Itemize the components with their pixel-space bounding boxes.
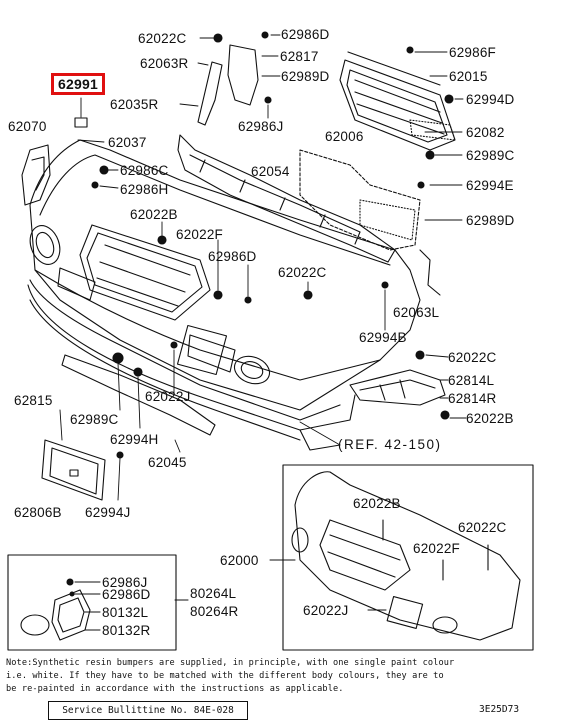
part-label-62022b-b: 62022B	[466, 411, 514, 426]
assembly-inset-drawing	[269, 471, 521, 641]
side-bracket-l-drawing	[419, 249, 441, 296]
part-label-62063l: 62063L	[393, 305, 440, 320]
reinforcement-bar-drawing	[177, 134, 396, 263]
part-label-62986j: 62986J	[238, 119, 284, 134]
upper-grille-drawing	[339, 51, 456, 151]
part-label-62814l: 62814L	[448, 373, 495, 388]
emblem-label-80132r: 80132R	[102, 623, 151, 638]
service-bulletin-box: Service Bullittine No. 84E-028	[48, 701, 248, 720]
reference-label: (REF. 42-150)	[338, 437, 442, 452]
highlighted-part-label-62991[interactable]: 62991	[51, 73, 105, 95]
inset-label-62022b: 62022B	[353, 496, 401, 511]
inset-label-62022f: 62022F	[413, 541, 460, 556]
part-label-62000: 62000	[220, 553, 259, 568]
upper-bracket-drawing	[197, 44, 259, 126]
part-label-62035r: 62035R	[110, 97, 159, 112]
part-label-62817: 62817	[280, 49, 319, 64]
part-label-62814r: 62814R	[448, 391, 497, 406]
air-duct-drawing	[349, 369, 446, 406]
plate-bracket-drawing	[41, 439, 106, 501]
emblem-label-62986j: 62986J	[102, 575, 148, 590]
inset-label-62022j: 62022J	[303, 603, 349, 618]
part-label-62989d-b: 62989D	[466, 213, 515, 228]
part-label-62022c-b: 62022C	[278, 265, 327, 280]
part-label-62986c: 62986C	[120, 163, 169, 178]
bumper-face-drawing	[29, 139, 421, 421]
assembly-inset-box	[282, 464, 534, 651]
part-label-62022b: 62022B	[130, 207, 178, 222]
part-label-62082: 62082	[466, 125, 505, 140]
part-label-62994d: 62994D	[466, 92, 515, 107]
part-label-62015: 62015	[449, 69, 488, 84]
part-label-62022j: 62022J	[145, 389, 191, 404]
part-label-62989c: 62989C	[466, 148, 515, 163]
part-label-62989c-b: 62989C	[70, 412, 119, 427]
side-bracket-drawing	[21, 144, 51, 206]
part-label-62006: 62006	[325, 129, 364, 144]
part-label-62070: 62070	[8, 119, 47, 134]
emblem-inset-drawing	[20, 578, 189, 641]
note-line-1: Note:Synthetic resin bumpers are supplie…	[6, 658, 455, 668]
emblem-label-62986d: 62986D	[102, 587, 151, 602]
emblem-inset-box	[7, 554, 177, 651]
part-label-62986f: 62986F	[449, 45, 496, 60]
part-label-62994j: 62994J	[85, 505, 131, 520]
part-label-62037: 62037	[108, 135, 147, 150]
clip-62991-drawing	[74, 117, 88, 128]
part-label-62054: 62054	[251, 164, 290, 179]
diagram-code: 3E25D73	[479, 704, 520, 715]
part-label-62994h: 62994H	[110, 432, 159, 447]
lower-strip-drawing	[61, 354, 216, 436]
part-label-62994e: 62994E	[466, 178, 514, 193]
part-label-62815: 62815	[14, 393, 53, 408]
part-label-80264l: 80264L	[190, 586, 237, 601]
part-label-62022c: 62022C	[138, 31, 187, 46]
leader-lines	[59, 34, 467, 501]
mesh-grille-drawing	[299, 119, 456, 251]
part-label-62989d: 62989D	[281, 69, 330, 84]
part-label-62986h: 62986H	[120, 182, 169, 197]
part-label-62045: 62045	[148, 455, 187, 470]
part-label-62986d: 62986D	[281, 27, 330, 42]
inset-label-62022c: 62022C	[458, 520, 507, 535]
part-label-62806b: 62806B	[14, 505, 62, 520]
part-label-62986d-b: 62986D	[208, 249, 257, 264]
part-label-62063r: 62063R	[140, 56, 189, 71]
part-label-62022f: 62022F	[176, 227, 223, 242]
note-line-3: be re-painted in accordance with the ins…	[6, 684, 344, 694]
part-label-62022c-c: 62022C	[448, 350, 497, 365]
lower-lip-drawing	[27, 284, 356, 451]
part-label-80264r: 80264R	[190, 604, 239, 619]
note-line-2: i.e. white. If they have to be matched w…	[6, 671, 444, 681]
part-label-62994b: 62994B	[359, 330, 407, 345]
emblem-label-80132l: 80132L	[102, 605, 149, 620]
